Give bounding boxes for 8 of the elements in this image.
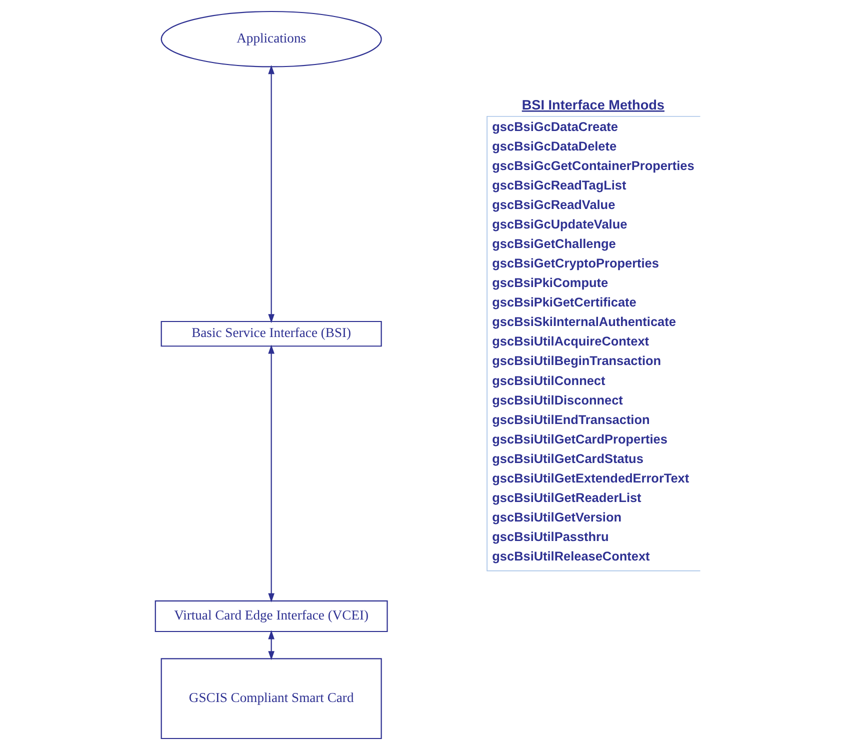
arrow [268, 344, 274, 602]
arrow [268, 65, 274, 324]
node-box: Virtual Card Edge Interface (VCEI) [154, 600, 388, 632]
node-box: Basic Service Interface (BSI) [160, 320, 382, 347]
node-text: BSI Interface Methods gscBsiGcDataCreate gscBsiGcDataDelete gscBsiGcGetContainerProperties gscBsiGcReadTagList gscBsiGcReadValue gscBsiGcUpdateValue gscBsiGetChallenge gscBsiGetCryptoProperties gscBsiPkiCompute gscBsiPkiGetCertificate gscBsiSkiInternalAuthenticate gscBsiUtilAcquireContext gscBsiUtilBeginTransaction gscBsiUtilConnect gscBsiUtilDisconnect gscBsiUtilEndTransaction gscBsiUtilGetCardProperties gscBsiUtilGetCardStatus gscBsiUtilGetExtendedErrorText gscBsiUtilGetReaderList gscBsiUtilGetVersion gscBsiUtilPassthru gscBsiUtilReleaseContext [492, 97, 694, 564]
arrow [268, 630, 274, 660]
node-box: GSCIS Compliant Smart Card [160, 658, 382, 740]
node-ellipse: Applications [160, 10, 382, 68]
